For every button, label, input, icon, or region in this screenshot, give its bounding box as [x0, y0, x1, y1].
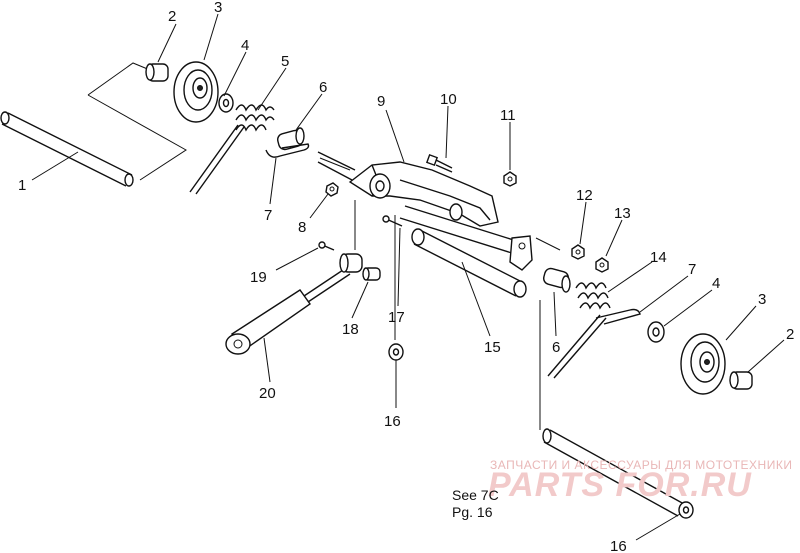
- washer-16-lower: [678, 501, 694, 519]
- callout-4-right: 4: [712, 275, 720, 292]
- nut-12: [571, 244, 585, 260]
- callout-3-right: 3: [758, 291, 766, 308]
- left-upper-shaft: [0, 111, 134, 187]
- shock-absorber: [225, 267, 351, 355]
- washer-16-center: [388, 343, 404, 361]
- leader-lines: [31, 13, 785, 541]
- callout-2-right: 2: [786, 326, 794, 343]
- watermark-logo: PARTS FOR.RU: [488, 466, 752, 504]
- callout-13: 13: [614, 205, 631, 222]
- callout-1: 1: [18, 177, 26, 194]
- callout-16-lower: 16: [610, 538, 627, 553]
- callout-6-upper: 6: [319, 79, 327, 96]
- spring-clip-right: [595, 308, 641, 325]
- shock-eye-bushing: [339, 253, 363, 273]
- torsion-spring-upper: [189, 104, 275, 195]
- callout-20: 20: [259, 385, 276, 402]
- bushing-upper-left: [145, 63, 169, 82]
- wheel-right: [680, 333, 726, 395]
- bushing-upper: [276, 127, 305, 151]
- washer-upper-left: [218, 93, 234, 113]
- callout-17: 17: [388, 309, 405, 326]
- callout-14: 14: [650, 249, 667, 266]
- wheel-upper-left: [173, 61, 219, 123]
- callout-18: 18: [342, 321, 359, 338]
- sleeve-18: [362, 267, 381, 281]
- bushing-right: [542, 267, 571, 293]
- callout-labels: 1 2 3 4 5 6 7 8 9 10 11 12 13 14 7 4 3 2…: [18, 0, 794, 553]
- page-reference: See 7C Pg. 16: [452, 487, 499, 521]
- lower-right-shaft: [542, 428, 685, 517]
- bolt-upper: [425, 153, 453, 173]
- bushing-right-outer: [729, 371, 753, 390]
- watermark-caption: ЗАПЧАСТИ И АКСЕССУАРЫ ДЛЯ МОТОТЕХНИКИ: [490, 458, 793, 472]
- callout-12: 12: [576, 187, 593, 204]
- callout-19: 19: [250, 269, 267, 286]
- pin-17: [382, 215, 403, 227]
- callout-16-center: 16: [384, 413, 401, 430]
- pin-19: [318, 241, 335, 251]
- callout-10: 10: [440, 91, 457, 108]
- callout-9: 9: [377, 93, 385, 110]
- reference-line-2: Pg. 16: [452, 504, 493, 520]
- nut-13: [595, 257, 609, 273]
- callout-7-upper: 7: [264, 207, 272, 224]
- assembly-guide-lines: [87, 62, 561, 430]
- callout-3-upper: 3: [214, 0, 222, 16]
- nut-upper: [503, 171, 517, 187]
- reference-line-1: See 7C: [452, 487, 499, 503]
- nut-small: [325, 182, 339, 197]
- washer-right: [647, 321, 665, 343]
- torsion-spring-right: [547, 282, 611, 379]
- callout-6-right: 6: [552, 339, 560, 356]
- callout-15: 15: [484, 339, 501, 356]
- callout-5: 5: [281, 53, 289, 70]
- callout-4-upper: 4: [241, 37, 249, 54]
- callout-8: 8: [298, 219, 306, 236]
- callout-7-right: 7: [688, 261, 696, 278]
- spring-clip-upper: [265, 143, 310, 158]
- rail-bracket-assembly: [317, 151, 533, 271]
- callout-11: 11: [500, 107, 516, 124]
- callout-2-upper: 2: [168, 8, 176, 25]
